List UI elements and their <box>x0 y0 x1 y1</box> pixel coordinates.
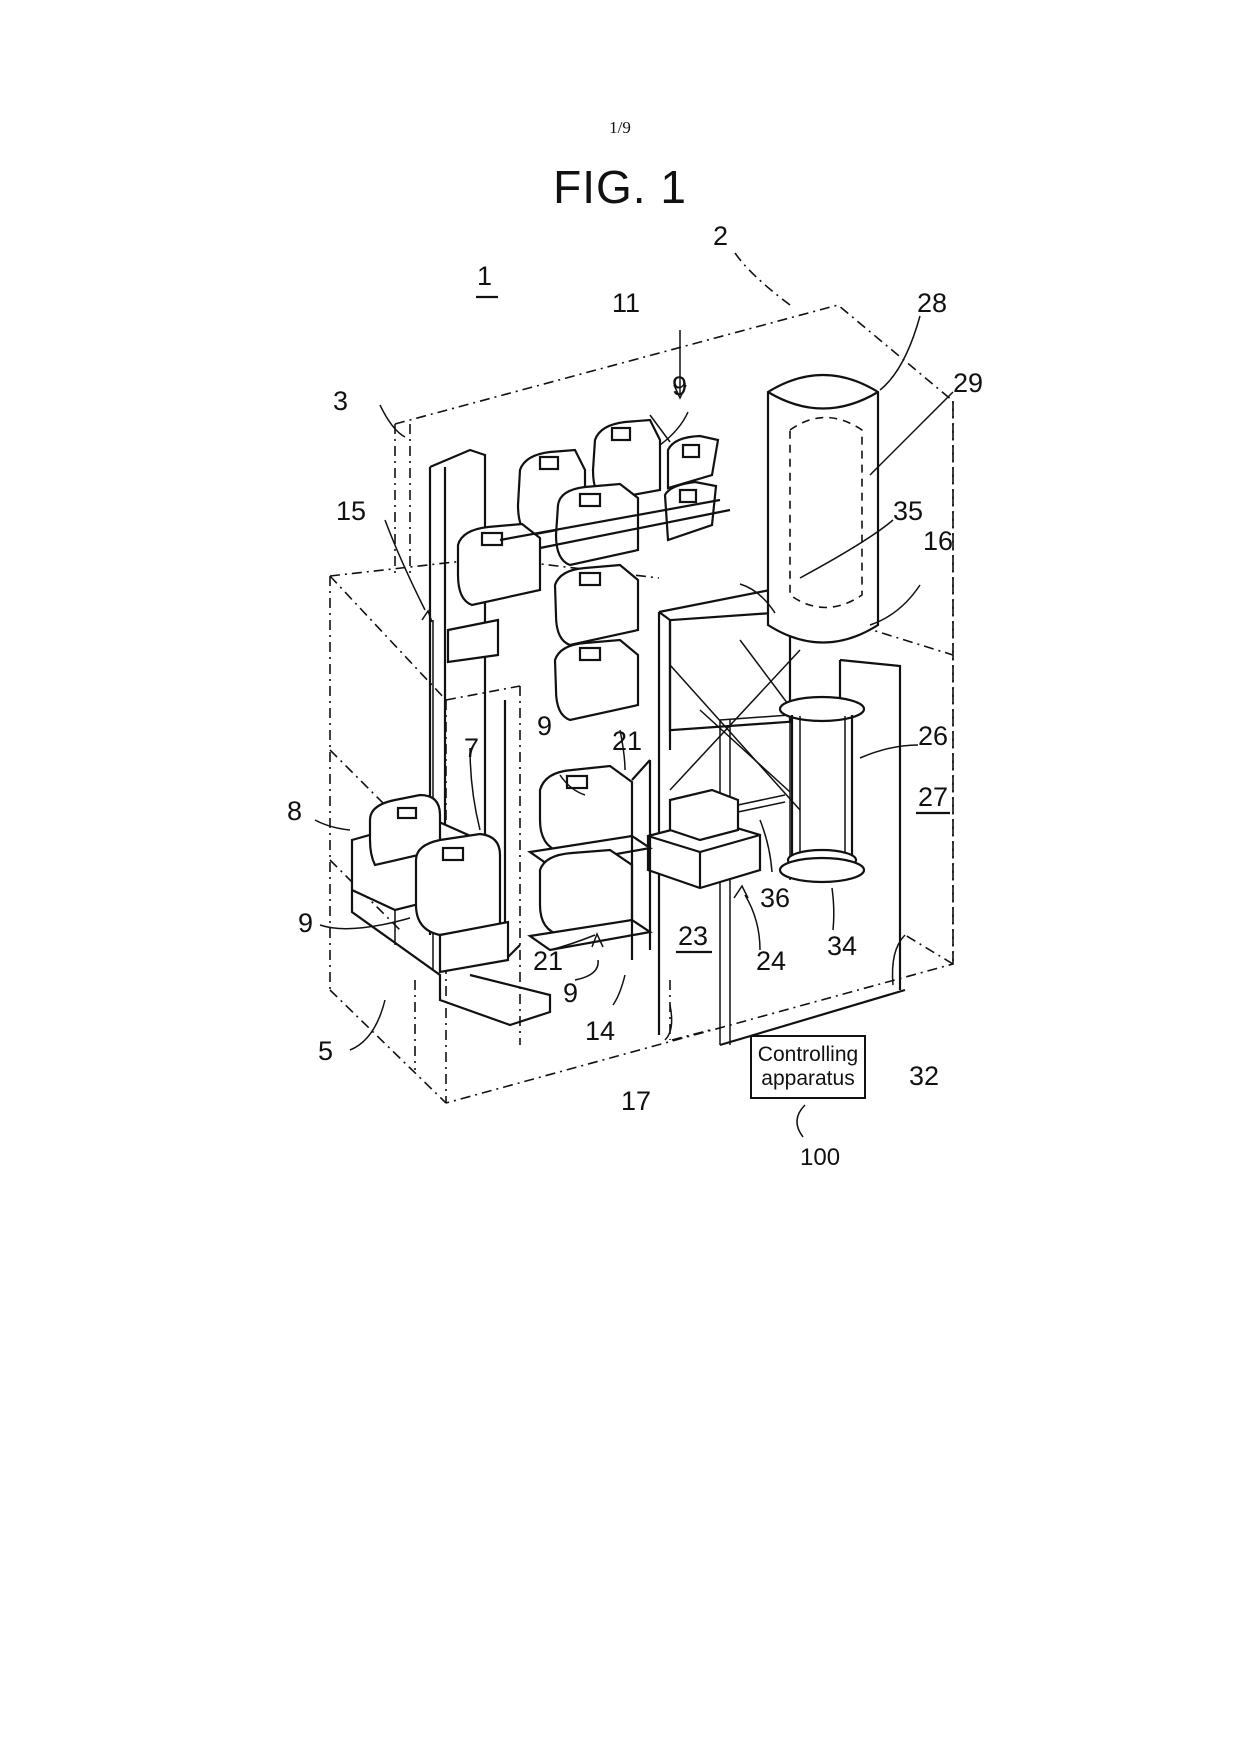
leader-lines <box>314 252 954 1138</box>
ref-35: 35 <box>893 496 923 526</box>
ref-1: 1 <box>477 261 492 291</box>
controller-label-line2: apparatus <box>761 1067 855 1090</box>
ref-9-stage: 9 <box>537 711 552 741</box>
ref-14: 14 <box>585 1016 615 1046</box>
ref-9-top: 9 <box>672 371 687 401</box>
ref-29: 29 <box>953 368 983 398</box>
ref-16: 16 <box>923 526 953 556</box>
ref-3: 3 <box>333 386 348 416</box>
figure-title: FIG. 1 <box>553 161 687 213</box>
transfer-24 <box>646 709 791 890</box>
ref-34: 34 <box>827 931 857 961</box>
reference-numerals: 1 2 3 5 7 8 9 9 9 9 11 14 15 16 17 21 21… <box>287 221 983 1171</box>
ref-26: 26 <box>918 721 948 751</box>
ref-17: 17 <box>621 1086 651 1116</box>
boat-26 <box>778 695 866 884</box>
ref-36: 36 <box>760 883 790 913</box>
pod-7 <box>414 832 510 974</box>
page-number: 1/9 <box>609 118 631 137</box>
controlling-apparatus-box: Controlling apparatus <box>750 1035 866 1099</box>
ref-11: 11 <box>612 288 640 318</box>
ref-100: 100 <box>800 1144 840 1171</box>
cylinder-28 <box>766 373 880 644</box>
ref-15: 15 <box>336 496 366 526</box>
pods-stage-14 <box>527 759 653 960</box>
ref-8: 8 <box>287 796 302 826</box>
ref-underlines <box>476 295 950 954</box>
ref-2: 2 <box>713 221 728 251</box>
pods <box>350 418 731 974</box>
ref-21-upper: 21 <box>612 726 642 756</box>
controller-label-line1: Controlling <box>757 1043 859 1066</box>
ref-27: 27 <box>918 782 948 812</box>
pods-shelf-11 <box>446 418 731 722</box>
arrows <box>421 330 749 948</box>
load-port-base <box>350 890 552 1027</box>
ref-24: 24 <box>756 946 786 976</box>
ref-7: 7 <box>464 733 479 763</box>
ref-28: 28 <box>917 288 947 318</box>
partition-wall-16 <box>657 588 906 1047</box>
ref-21-lower: 21 <box>533 946 563 976</box>
ref-9-left: 9 <box>298 908 313 938</box>
ref-23: 23 <box>678 921 708 951</box>
ref-9-bottom: 9 <box>563 978 578 1008</box>
ref-32: 32 <box>909 1061 939 1091</box>
ref-5: 5 <box>318 1036 333 1066</box>
